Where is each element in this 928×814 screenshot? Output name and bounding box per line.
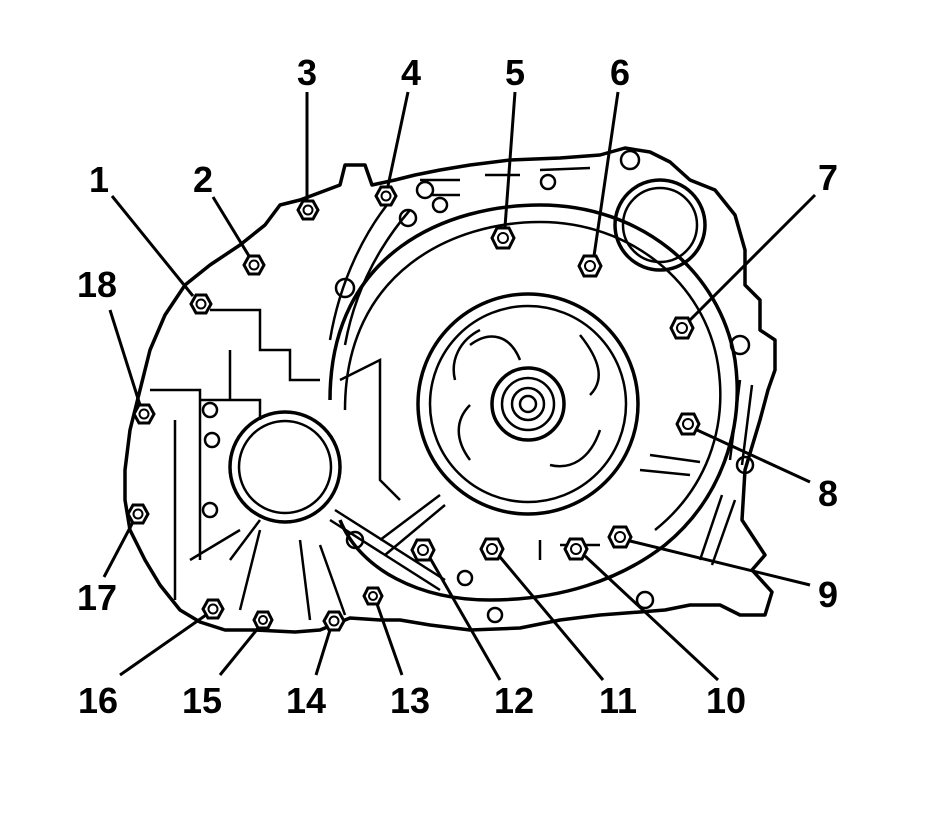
callout-18: 18 <box>77 264 117 305</box>
callout-3: 3 <box>297 52 317 93</box>
callout-10: 10 <box>706 680 746 721</box>
bolt-13-icon <box>362 586 384 606</box>
leader-12 <box>428 557 502 681</box>
bolt-18-icon <box>132 403 156 425</box>
bolt-16-icon <box>201 598 225 620</box>
bolt-5-icon <box>490 226 516 250</box>
leader-11 <box>498 556 605 681</box>
leader-15 <box>218 626 261 676</box>
leader-16 <box>119 613 207 677</box>
bolt-12-icon <box>410 538 436 562</box>
leader-18 <box>108 309 142 406</box>
bolt-6-icon <box>577 254 603 278</box>
bolt-4-icon <box>374 185 398 207</box>
leader-9 <box>629 539 811 587</box>
callout-labels: 1 2 3 4 5 6 7 8 9 10 11 12 13 14 15 16 1… <box>77 52 838 721</box>
callout-17: 17 <box>77 577 117 618</box>
leader-lines <box>102 91 817 682</box>
leader-1 <box>110 195 195 297</box>
callout-2: 2 <box>193 159 213 200</box>
leader-14 <box>314 629 332 676</box>
bolts <box>126 185 701 632</box>
callout-15: 15 <box>182 680 222 721</box>
bolt-15-icon <box>252 610 274 630</box>
callout-8: 8 <box>818 473 838 514</box>
callout-7: 7 <box>818 157 838 198</box>
bolt-17-icon <box>126 503 150 525</box>
bolt-1-icon <box>189 293 213 315</box>
callout-1: 1 <box>89 159 109 200</box>
bolt-11-icon <box>479 537 505 561</box>
leader-10 <box>583 554 720 682</box>
callout-12: 12 <box>494 680 534 721</box>
bolt-3-icon <box>296 199 320 221</box>
leader-5 <box>503 91 517 228</box>
callout-4: 4 <box>401 52 421 93</box>
leader-7 <box>688 193 817 322</box>
leader-8 <box>696 428 811 484</box>
leader-2 <box>211 196 251 257</box>
leader-13 <box>375 603 404 676</box>
bolt-7-icon <box>669 316 695 340</box>
bolt-2-icon <box>242 254 266 276</box>
callout-9: 9 <box>818 574 838 615</box>
bolt-9-icon <box>607 525 633 549</box>
bolt-8-icon <box>675 412 701 436</box>
bolt-14-icon <box>322 610 346 632</box>
leader-6 <box>592 91 620 257</box>
callout-5: 5 <box>505 52 525 93</box>
callout-11: 11 <box>599 680 637 721</box>
leader-4 <box>386 91 410 187</box>
callout-16: 16 <box>78 680 118 721</box>
transaxle-housing <box>123 146 777 634</box>
leader-17 <box>102 521 135 578</box>
callout-13: 13 <box>390 680 430 721</box>
callout-14: 14 <box>286 680 326 721</box>
bolt-10-icon <box>563 537 589 561</box>
callout-6: 6 <box>610 52 630 93</box>
